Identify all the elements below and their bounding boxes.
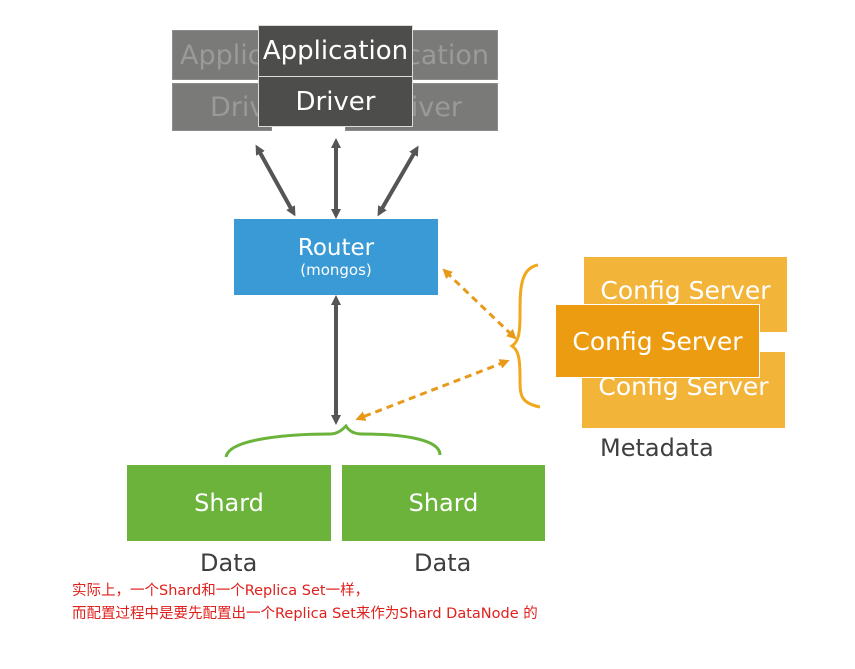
arrow-router-config bbox=[442, 268, 517, 340]
shard-box-1: Shard bbox=[127, 465, 331, 541]
arrow-right-client-router bbox=[377, 145, 419, 217]
metadata-label: Metadata bbox=[600, 434, 714, 462]
driver-label: Driver bbox=[295, 86, 376, 117]
data-label-1: Data bbox=[200, 549, 258, 577]
arrow-config-shards bbox=[355, 359, 510, 421]
arrow-left-client-router bbox=[255, 144, 296, 217]
config-server-front-label: Config Server bbox=[572, 326, 743, 356]
data-label-2: Data bbox=[414, 549, 472, 577]
app-back-right-label: ication bbox=[400, 39, 489, 71]
app-back-left: Applic bbox=[172, 30, 272, 80]
driver-back-left: Driv bbox=[172, 83, 272, 131]
note-line-1: 实际上，一个Shard和一个Replica Set一样， bbox=[72, 583, 370, 599]
driver-back-left-label: Driv bbox=[210, 91, 266, 123]
note-line-2: 而配置过程中是要先配置出一个Replica Set来作为Shard DataNo… bbox=[72, 606, 538, 622]
router-sublabel: (mongos) bbox=[300, 261, 372, 279]
router-box: Router (mongos) bbox=[234, 219, 438, 295]
config-server-back-top-label: Config Server bbox=[600, 276, 771, 305]
router-label: Router bbox=[297, 235, 375, 261]
shard-label-1: Shard bbox=[194, 489, 264, 517]
shard-label-2: Shard bbox=[408, 489, 479, 517]
driver-box: Driver bbox=[258, 76, 413, 127]
app-back-right: ication bbox=[400, 30, 498, 80]
config-server-front: Config Server bbox=[555, 304, 760, 378]
application-label: Application bbox=[262, 36, 409, 66]
shard-brace bbox=[224, 423, 442, 458]
config-brace bbox=[509, 263, 541, 409]
shard-box-2: Shard bbox=[342, 465, 545, 541]
application-box: Application bbox=[258, 25, 413, 77]
app-back-left-label: Applic bbox=[180, 39, 263, 71]
